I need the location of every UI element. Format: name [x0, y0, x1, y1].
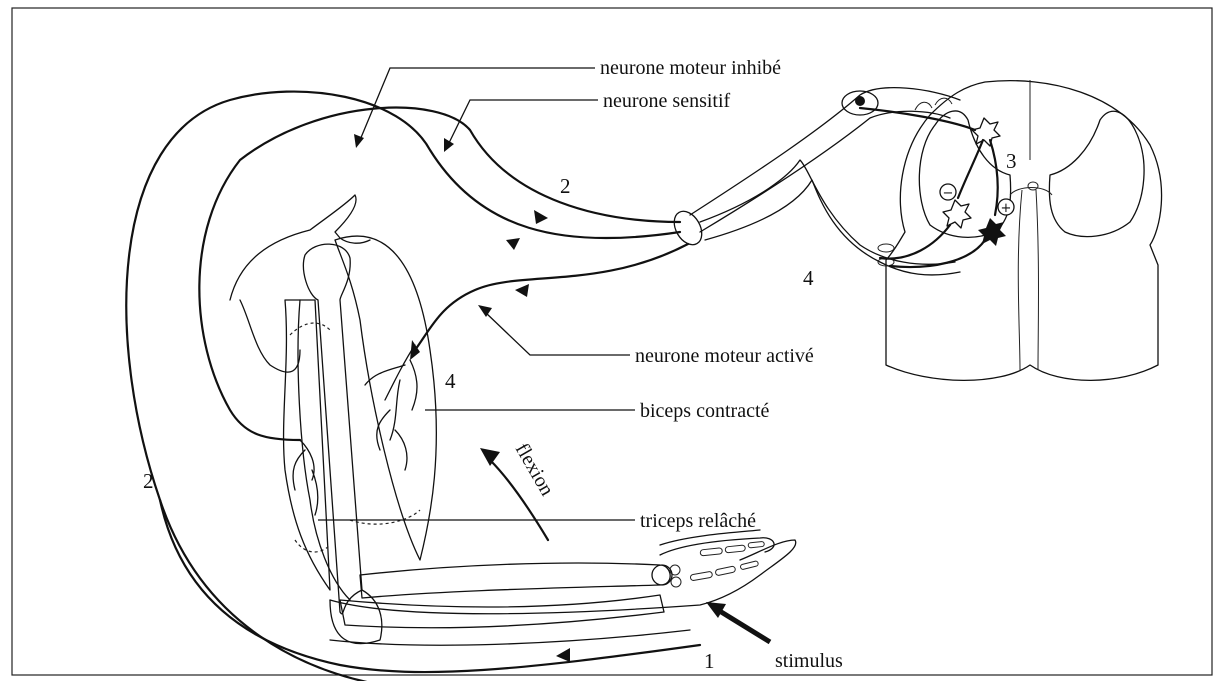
stimulus-arrow [706, 602, 770, 642]
motor-neuron-activated [978, 218, 1006, 246]
label-neurone-moteur-inhibe: neurone moteur inhibé [600, 57, 781, 79]
motor-neuron-inhibited [943, 200, 971, 228]
spinal-cord-outline [886, 81, 1162, 381]
gray-matter-right [1049, 111, 1144, 236]
forearm-skin [330, 540, 796, 645]
spinal-cord [886, 80, 1162, 380]
forearm-radius [360, 563, 670, 598]
label-stimulus: stimulus [775, 650, 843, 672]
inhibited-motor-nerve-path [199, 108, 680, 440]
label-biceps-contracte: biceps contracté [640, 400, 769, 422]
step-number-3: 3 [1006, 149, 1017, 173]
step-number-4-spinal: 4 [803, 266, 814, 290]
dorsal-root [690, 88, 960, 232]
label-flexion: flexion [511, 440, 558, 500]
central-canal [1028, 182, 1038, 190]
step-number-2-left: 2 [143, 469, 154, 493]
elbow [330, 590, 382, 644]
inhibitory-sign: − [943, 186, 954, 201]
nerve-endings [293, 340, 420, 515]
label-triceps-relache: triceps relâché [640, 510, 756, 532]
label-neurone-sensitif: neurone sensitif [603, 90, 731, 112]
step-number-4-muscle: 4 [445, 369, 456, 393]
triceps-outline [284, 300, 330, 590]
leader-lines [318, 68, 635, 520]
forearm-ulna [340, 595, 664, 628]
shoulder-hand [230, 195, 370, 300]
central-commissure [1010, 188, 1052, 196]
ventral-root [700, 160, 960, 275]
step-number-2-upper: 2 [560, 174, 571, 198]
sensory-neuron-cell-body [855, 96, 865, 106]
spinal-central-fissure [1018, 190, 1038, 370]
motor-neuron-top [972, 118, 1000, 146]
step-number-1: 1 [704, 649, 715, 673]
sensory-nerve-path [126, 92, 680, 681]
label-neurone-moteur-active: neurone moteur activé [635, 345, 814, 367]
nerves [126, 92, 700, 681]
excitatory-sign: + [1001, 201, 1012, 216]
activated-motor-nerve-path [415, 244, 688, 350]
synapses: − + [860, 108, 1014, 267]
